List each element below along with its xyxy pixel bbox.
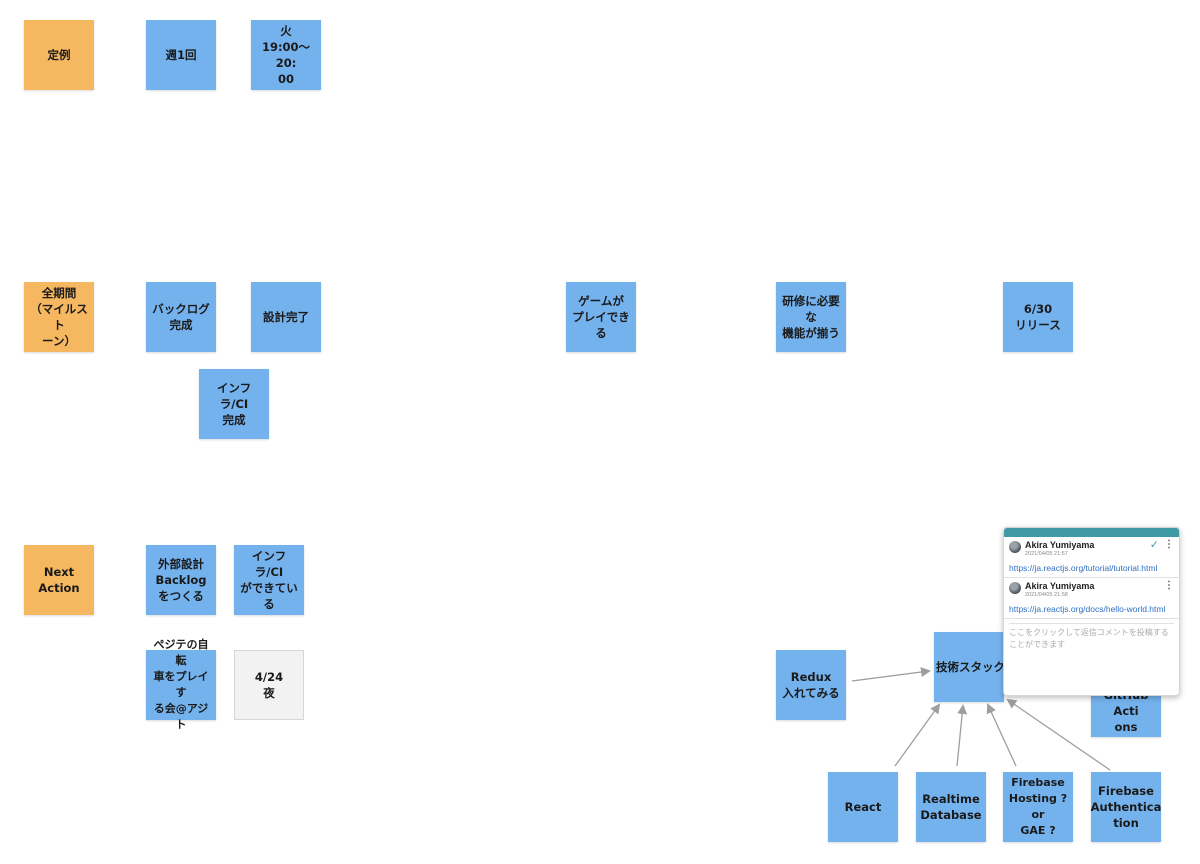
- comment-author: Akira Yumiyama: [1025, 540, 1150, 551]
- sticky-firebase-auth[interactable]: Firebase Authentica tion: [1091, 772, 1161, 842]
- sticky-release[interactable]: 6/30 リリース: [1003, 282, 1073, 352]
- row-header-regular[interactable]: 定例: [24, 20, 94, 90]
- avatar: [1009, 541, 1021, 553]
- comment-time: 2021/04/05 21:58: [1025, 592, 1164, 599]
- comment-author: Akira Yumiyama: [1025, 581, 1164, 592]
- sticky-react[interactable]: React: [828, 772, 898, 842]
- more-icon[interactable]: ⋮: [1164, 540, 1174, 550]
- sticky-firebase-hosting[interactable]: Firebase Hosting ? or GAE ?: [1003, 772, 1073, 842]
- sticky-tech-stack[interactable]: 技術スタック: [934, 632, 1004, 702]
- sticky-bike-event[interactable]: ぺジテの自転 車をプレイす る会@アジト: [146, 650, 216, 720]
- sticky-backlog-complete[interactable]: バックログ 完成: [146, 282, 216, 352]
- sticky-infra-complete[interactable]: インフラ/CI 完成: [199, 369, 269, 439]
- avatar: [1009, 582, 1021, 594]
- arrow-hosting-to-stack: [988, 705, 1016, 766]
- sticky-meeting-time[interactable]: 火 19:00〜20: 00: [251, 20, 321, 90]
- arrow-realtime-to-stack: [957, 706, 963, 766]
- reply-input[interactable]: ここをクリックして返信コメントを投稿することができます: [1009, 623, 1174, 654]
- sticky-frequency[interactable]: 週1回: [146, 20, 216, 90]
- sticky-event-date[interactable]: 4/24 夜: [234, 650, 304, 720]
- more-icon[interactable]: ⋮: [1164, 581, 1174, 591]
- sticky-infra-ci-ready[interactable]: インフラ/CI ができている: [234, 545, 304, 615]
- arrow-react-to-stack: [895, 705, 939, 766]
- row-header-milestones[interactable]: 全期間 （マイルスト ーン）: [24, 282, 94, 352]
- comment-panel[interactable]: Akira Yumiyama 2021/04/05 21:57 ✓ ⋮ http…: [1003, 527, 1180, 696]
- sticky-design-complete[interactable]: 設計完了: [251, 282, 321, 352]
- comment-link[interactable]: https://ja.reactjs.org/docs/hello-world.…: [1009, 603, 1174, 616]
- sticky-redux[interactable]: Redux 入れてみる: [776, 650, 846, 720]
- arrow-redux-to-stack: [852, 671, 929, 681]
- comment-panel-header: [1004, 528, 1179, 537]
- comment-link[interactable]: https://ja.reactjs.org/tutorial/tutorial…: [1009, 562, 1174, 575]
- comment-item: Akira Yumiyama 2021/04/05 21:57 ✓ ⋮ http…: [1004, 537, 1179, 578]
- comment-item: Akira Yumiyama 2021/04/05 21:58 ⋮ https:…: [1004, 578, 1179, 619]
- sticky-realtime-database[interactable]: Realtime Database: [916, 772, 986, 842]
- sticky-game-playable[interactable]: ゲームが プレイできる: [566, 282, 636, 352]
- sticky-training-features[interactable]: 研修に必要な 機能が揃う: [776, 282, 846, 352]
- sticky-external-design[interactable]: 外部設計 Backlog をつくる: [146, 545, 216, 615]
- comment-time: 2021/04/05 21:57: [1025, 551, 1150, 558]
- check-icon[interactable]: ✓: [1150, 540, 1159, 551]
- row-header-next-action[interactable]: Next Action: [24, 545, 94, 615]
